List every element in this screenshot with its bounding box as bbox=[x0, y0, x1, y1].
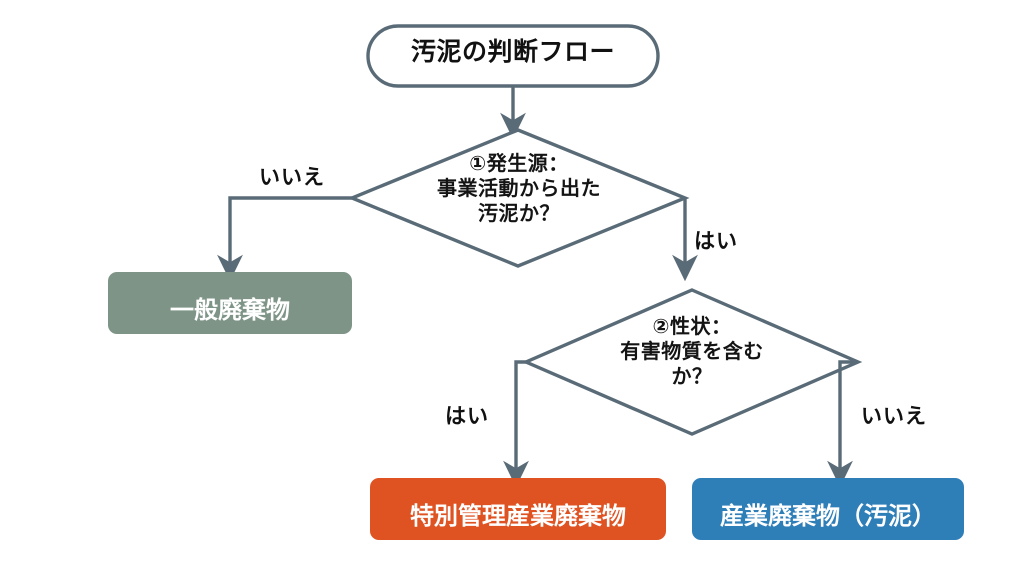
decision1-shape bbox=[347, 128, 690, 268]
result-industrial-shape bbox=[692, 478, 964, 540]
title-node-shape bbox=[366, 24, 660, 88]
result-general-shape bbox=[108, 272, 352, 334]
edge-decision1-no bbox=[217, 196, 352, 282]
edge-decision2-no bbox=[827, 360, 858, 488]
decision2-shape bbox=[521, 288, 863, 436]
result-special-shape bbox=[370, 478, 666, 540]
edge-decision2-yes bbox=[503, 360, 529, 488]
